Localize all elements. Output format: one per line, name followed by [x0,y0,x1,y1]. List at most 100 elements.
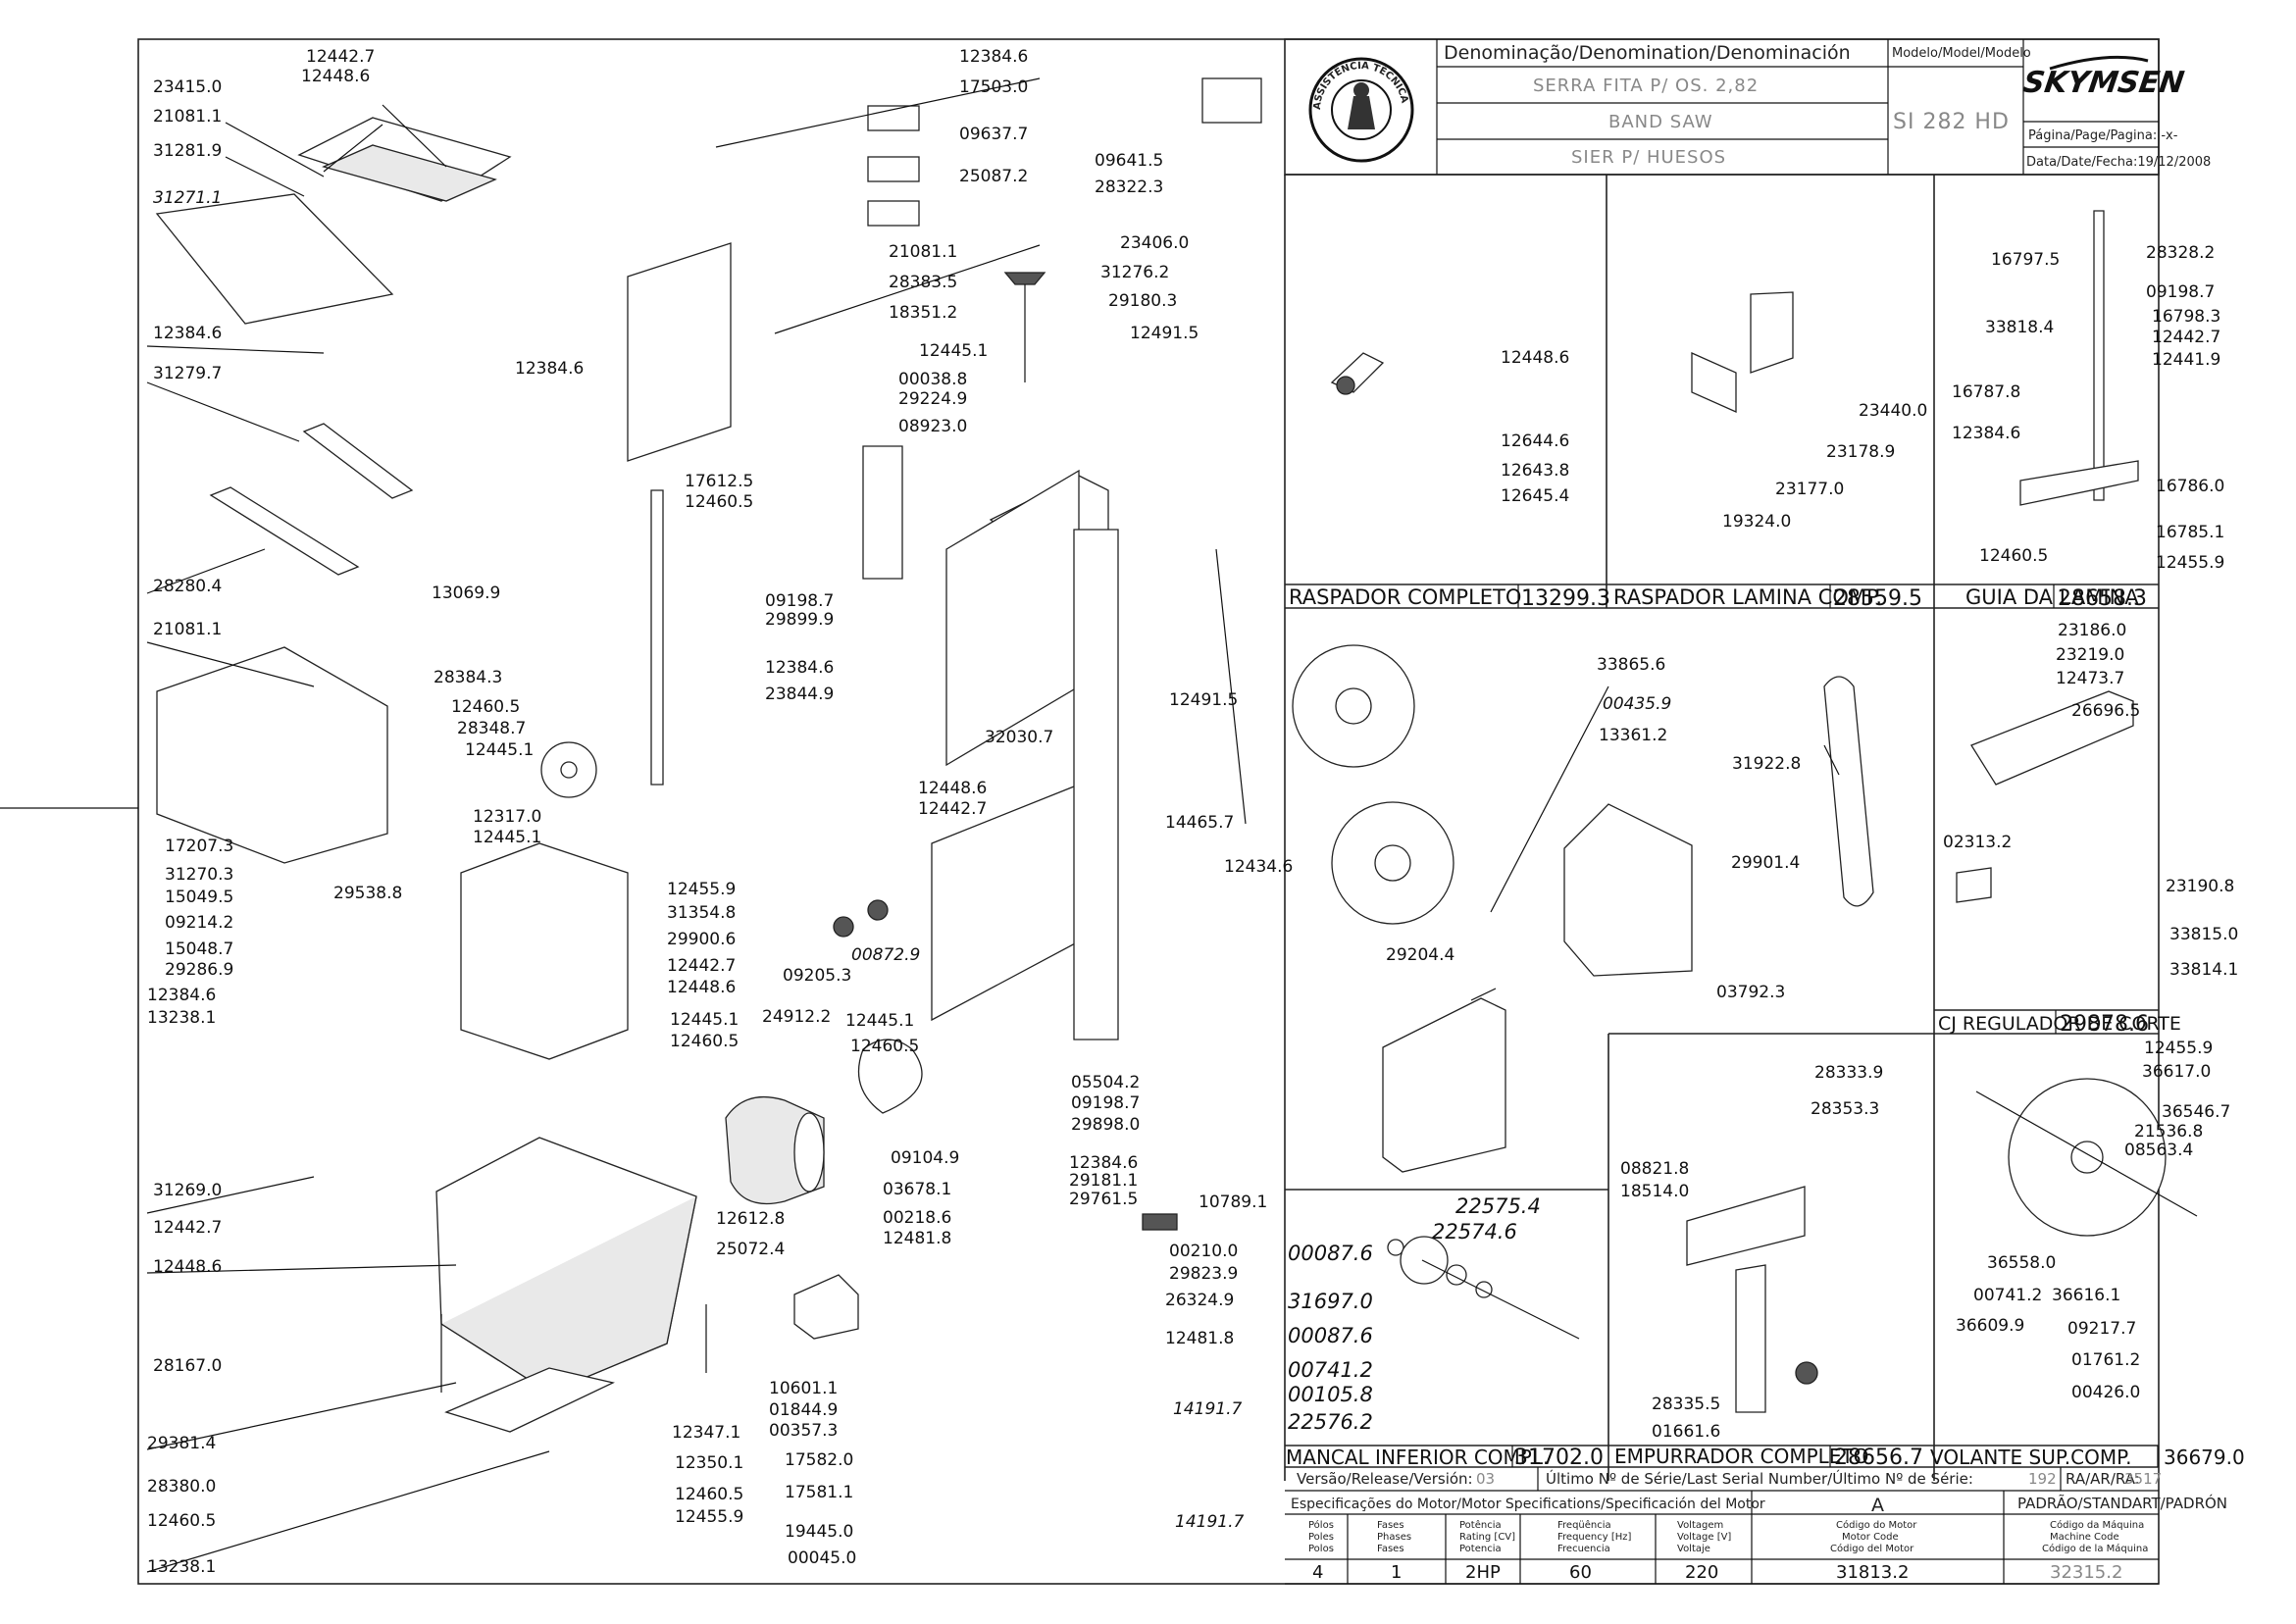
part-callout: 09198.7 [765,591,834,611]
svg-text:Fases: Fases [1377,1544,1404,1554]
part-callouts-guia: 16797.5 28328.2 09198.7 33818.4 16798.3 … [1952,243,2224,573]
part-callout: 12445.1 [845,1011,914,1031]
part-callout: 00045.0 [788,1548,856,1568]
part-callout: 21081.1 [153,620,222,639]
assembly-code-raspador: 13299.3 [1521,586,1610,611]
svg-text:Potencia: Potencia [1459,1544,1502,1554]
assembly-code-regulador: 29878.6 [2060,1012,2149,1037]
svg-text:Voltage [V]: Voltage [V] [1677,1532,1731,1543]
detail-panels: RASPADOR COMPLETO 13299.3 RASPADOR LAMIN… [1284,174,2245,1481]
part-callout: 12643.8 [1501,461,1569,481]
part-callout: 29898.0 [1071,1115,1140,1135]
part-callout: 23190.8 [2166,877,2234,896]
part-callout: 12445.1 [919,341,988,361]
svg-text:192: 192 [2028,1470,2057,1488]
svg-text:Código do Motor: Código do Motor [1836,1519,1917,1531]
part-callout: 22575.4 [1455,1194,1541,1218]
part-callout: 09198.7 [1071,1093,1140,1113]
motor-values: 4 1 2HP 60 220 31813.2 32315.2 [1312,1562,2122,1583]
part-callout: 13238.1 [147,1008,216,1028]
svg-text:Código da Máquina: Código da Máquina [2050,1519,2144,1531]
svg-text:4: 4 [1312,1562,1323,1583]
part-callout: 21081.1 [889,242,957,262]
assembly-label-raspador-lamina: RASPADOR LAMINA COMP. [1613,585,1882,609]
svg-text:Rating [CV]: Rating [CV] [1459,1532,1515,1543]
part-callout: 29224.9 [898,389,967,409]
part-callout: 29900.6 [667,930,736,949]
part-callout: 16785.1 [2156,523,2224,542]
part-callout: 28322.3 [1095,178,1163,197]
part-callout: 00087.6 [1288,1324,1373,1347]
part-callout: 03678.1 [883,1180,951,1199]
assembly-label-raspador: RASPADOR COMPLETO [1289,585,1521,609]
part-callout: 12491.5 [1169,690,1238,710]
part-callout: 12442.7 [918,799,987,819]
part-callout: 12347.1 [672,1423,740,1443]
part-callouts-volante: 12455.9 36617.0 36546.7 21536.8 08563.4 … [1956,1039,2230,1402]
part-callout: 09637.7 [959,125,1028,144]
part-callout: 03792.3 [1716,983,1785,1002]
part-callout: 28353.3 [1811,1099,1879,1119]
part-callout: 19445.0 [785,1522,853,1542]
assembly-code-volante: 36679.0 [2164,1446,2245,1469]
name-en: BAND SAW [1608,112,1713,132]
part-callout: 31354.8 [667,903,736,923]
part-callout: 31281.9 [153,141,222,161]
part-callouts-mancal: 22575.4 22574.6 00087.6 31697.0 00087.6 … [1288,1194,1541,1434]
part-callout: 15049.5 [165,888,233,907]
part-callout: 12644.6 [1501,431,1569,451]
assembly-code-guia: 28658.3 [2058,586,2147,611]
part-callout: 00218.6 [883,1208,951,1228]
part-callout: 22574.6 [1432,1220,1517,1243]
svg-text:A: A [1871,1495,1884,1516]
svg-text:Voltagem: Voltagem [1677,1520,1723,1531]
svg-text:Poles: Poles [1308,1532,1334,1543]
part-callout: 12442.7 [667,956,736,976]
part-callout: 14191.7 [1173,1399,1242,1419]
part-callout: 12460.5 [675,1485,743,1504]
part-callout: 28280.4 [153,577,222,596]
part-callout: 14465.7 [1165,813,1234,833]
part-callout: 29180.3 [1108,291,1177,311]
svg-text:2HP: 2HP [1465,1562,1501,1583]
part-callout: 29761.5 [1069,1190,1138,1209]
part-callout: 36558.0 [1987,1253,2056,1273]
part-callout: 21081.1 [153,107,222,127]
part-callout: 29823.9 [1169,1264,1238,1284]
part-callout: 12445.1 [670,1010,739,1030]
part-callout: 05504.2 [1071,1073,1140,1092]
part-callout: 09214.2 [165,913,233,933]
part-callout: 01661.6 [1652,1422,1720,1442]
part-callout: 31922.8 [1732,754,1801,774]
drawing-frame [137,38,2160,1585]
part-callout: 31270.3 [165,865,233,885]
assembly-code-raspador-lamina: 28559.5 [1833,586,1922,611]
svg-text:RA/AR/RA:: RA/AR/RA: [2066,1470,2140,1488]
part-callout: 12384.6 [1069,1153,1138,1173]
part-callout: 24912.2 [762,1007,831,1027]
svg-text:Frequency [Hz]: Frequency [Hz] [1557,1532,1632,1543]
part-callout: 00741.2 [1973,1286,2042,1305]
part-callout: 23844.9 [765,685,834,704]
part-callout: 00210.0 [1169,1242,1238,1261]
part-callout: 12455.9 [2156,553,2224,573]
part-callout: 18351.2 [889,303,957,323]
part-callout: 12384.6 [765,658,834,678]
part-callout: 23178.9 [1826,442,1895,462]
part-callout: 12460.5 [451,697,520,717]
svg-text:Voltaje: Voltaje [1677,1544,1710,1554]
motor-col-labels: Pólos Poles Polos Fases Phases Fases Pot… [1308,1519,2148,1554]
part-callout: 12350.1 [675,1453,743,1473]
part-callout: 10601.1 [769,1379,838,1398]
part-callout: 12442.7 [2152,328,2220,347]
part-callout: 31276.2 [1100,263,1169,282]
part-callout: 28328.2 [2146,243,2215,263]
part-callout: 21536.8 [2134,1122,2203,1142]
part-callout: 36609.9 [1956,1316,2024,1336]
part-callout: 17612.5 [685,472,753,491]
part-callout: 12384.6 [153,324,222,343]
part-callout: 12448.6 [153,1257,222,1277]
part-callout: 09641.5 [1095,151,1163,171]
part-callout: 12491.5 [1130,324,1199,343]
part-callout: 23177.0 [1775,480,1844,499]
